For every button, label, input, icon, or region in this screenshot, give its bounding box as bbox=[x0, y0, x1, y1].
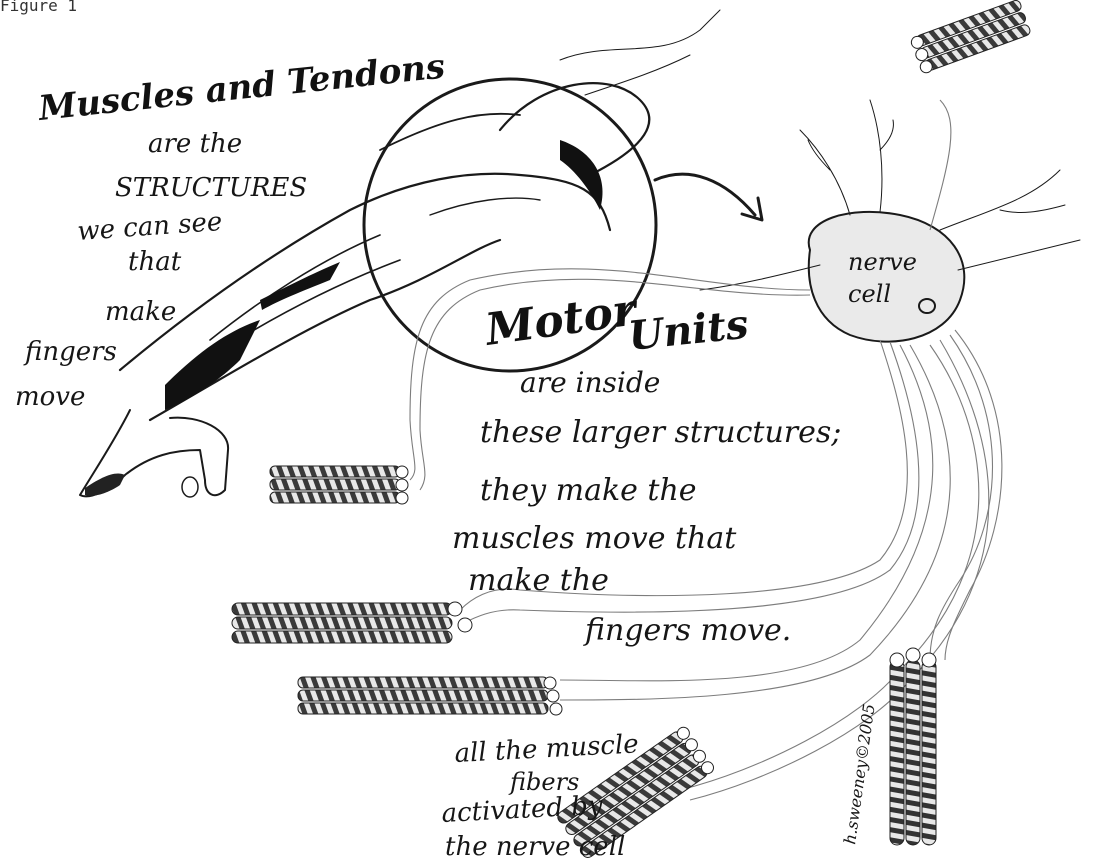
fiber-bundle-left-small bbox=[270, 466, 408, 504]
caption-line-4: the nerve cell bbox=[445, 832, 625, 862]
muscles-tendons-title: Muscles and Tendons bbox=[36, 47, 447, 130]
figure-label: Figure 1 bbox=[0, 0, 77, 15]
arrow-to-nerve bbox=[655, 174, 755, 215]
fiber-bundle-bottom-vertical bbox=[890, 648, 936, 845]
nerve-label-line-2: cell bbox=[848, 280, 891, 308]
left-line-4: that bbox=[128, 247, 182, 277]
left-line-3: we can see bbox=[76, 207, 223, 247]
left-line-5: make bbox=[105, 297, 176, 327]
center-line-1: are inside bbox=[520, 366, 660, 399]
center-annotation: Motor Units are inside these larger stru… bbox=[452, 284, 841, 648]
motor-title-part1: Motor bbox=[480, 284, 641, 356]
center-line-2: these larger structures; bbox=[480, 415, 841, 450]
nerve-label-line-1: nerve bbox=[848, 248, 917, 276]
artist-signature: h.sweeney©2005 bbox=[840, 703, 879, 846]
center-line-6: fingers move. bbox=[583, 613, 791, 648]
motor-title-part2: Units bbox=[626, 301, 750, 360]
left-line-1: are the bbox=[148, 129, 242, 159]
left-line-2: STRUCTURES bbox=[115, 173, 307, 203]
center-line-4: muscles move that bbox=[452, 521, 737, 556]
center-line-3: they make the bbox=[480, 473, 697, 508]
left-line-7: move bbox=[15, 382, 85, 412]
left-line-6: fingers bbox=[23, 337, 117, 367]
fiber-bundle-lower bbox=[298, 677, 562, 715]
fiber-bundle-middle-large bbox=[232, 602, 472, 643]
center-line-5: make the bbox=[468, 563, 609, 598]
caption-line-1: all the muscle bbox=[454, 729, 640, 769]
fiber-bundle-top-right bbox=[910, 0, 1032, 74]
